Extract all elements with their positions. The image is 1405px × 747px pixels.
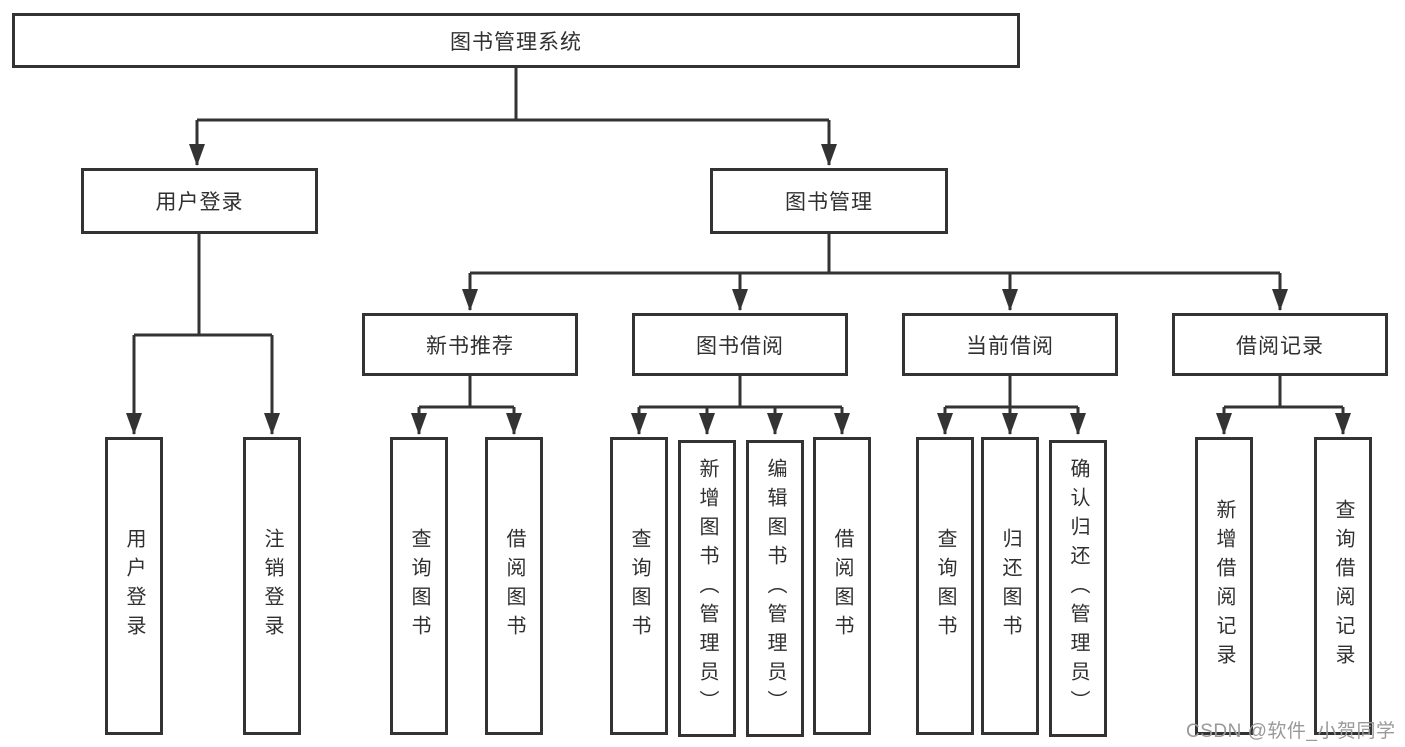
node-book-borrow: 图书借阅 <box>632 313 848 376</box>
csdn-watermark: CSDN @软件_小贺同学 <box>1186 721 1396 742</box>
node-add-books-admin: 新增图书（管理员） <box>678 440 736 737</box>
node-query-books-3: 查询图书 <box>916 437 974 735</box>
node-return-books: 归还图书 <box>981 437 1039 735</box>
node-query-books-1: 查询图书 <box>390 437 448 735</box>
node-user-login-action: 用户登录 <box>105 437 163 735</box>
node-query-borrow-record: 查询借阅记录 <box>1314 437 1372 735</box>
edges-new-book-recommend-children <box>411 376 522 435</box>
edges-book-mgmt-to-level3 <box>462 234 1288 311</box>
node-new-book-recommend: 新书推荐 <box>362 313 578 376</box>
node-edit-books-admin: 编辑图书（管理员） <box>746 440 804 737</box>
node-library-management-system: 图书管理系统 <box>12 13 1020 68</box>
edges-book-borrow-children <box>631 376 850 435</box>
node-borrow-record: 借阅记录 <box>1172 313 1388 376</box>
node-borrow-books-2: 借阅图书 <box>813 437 871 735</box>
node-query-books-2: 查询图书 <box>610 437 668 735</box>
edges-user-login-children <box>126 234 280 435</box>
node-current-borrow: 当前借阅 <box>902 313 1118 376</box>
edges-borrow-record-children <box>1216 376 1351 435</box>
edges-current-borrow-children <box>937 376 1086 435</box>
node-add-borrow-record: 新增借阅记录 <box>1195 437 1253 735</box>
node-book-management: 图书管理 <box>710 168 948 234</box>
node-borrow-books-1: 借阅图书 <box>485 437 543 735</box>
node-confirm-return-admin: 确认归还（管理员） <box>1049 440 1107 737</box>
node-logout-action: 注销登录 <box>243 437 301 735</box>
node-user-login: 用户登录 <box>81 168 318 234</box>
edges-root-to-level2 <box>189 68 837 166</box>
